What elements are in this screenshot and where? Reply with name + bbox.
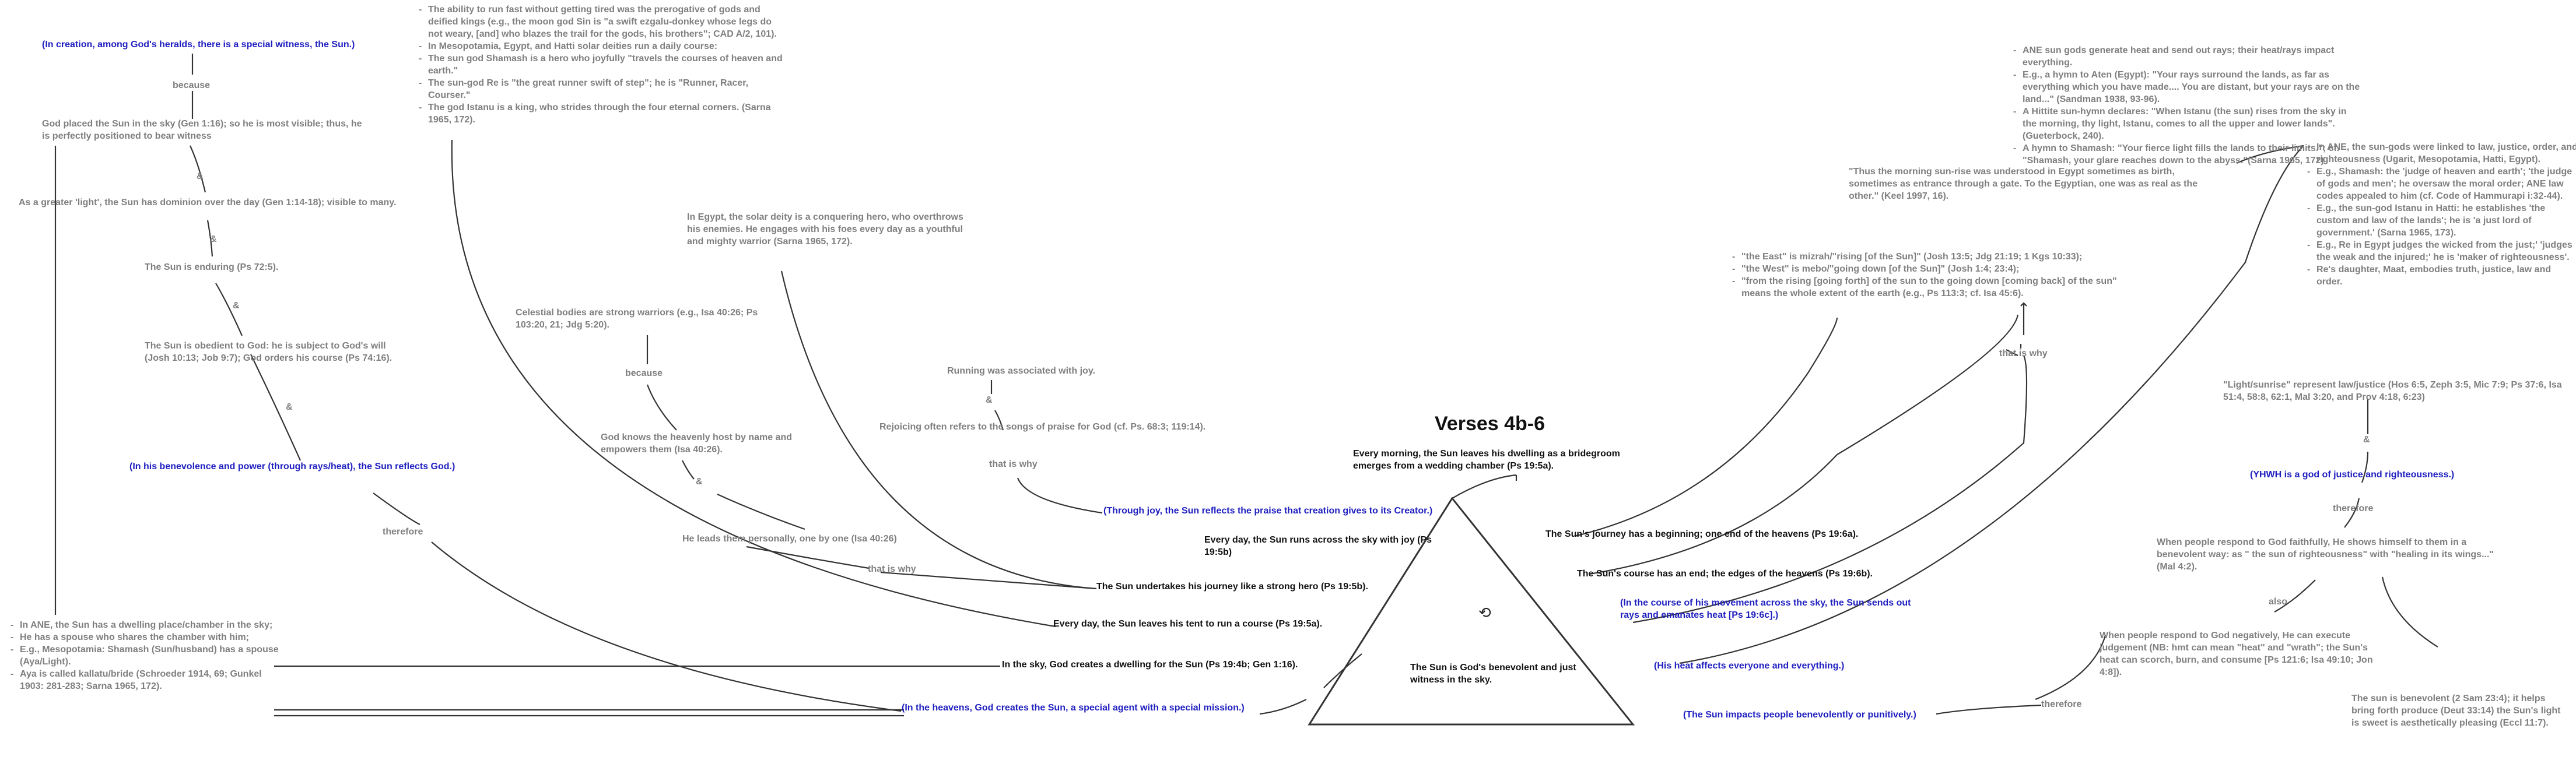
node-warriors: Celestial bodies are strong warriors (e.… [516,308,758,330]
label-and-6: & [986,395,993,405]
node-east-west: "the East" is mizrah/"rising [of the Sun… [1731,251,2138,300]
node-negatively: When people respond to God negatively, H… [2100,631,2373,677]
label-therefore-2: therefore [2333,504,2374,513]
node-in-course: (In the course of his movement across th… [1620,598,1911,620]
label-and-2: & [210,234,217,244]
label-and-7: & [2363,435,2370,445]
label-because-2: because [625,368,663,378]
node-dwelling: In the sky, God creates a dwelling for t… [1002,660,1298,670]
node-law-justice: In ANE, the sun-gods were linked to law,… [2306,141,2576,288]
node-yhwh: (YHWH is a god of justice and righteousn… [2250,470,2455,480]
diagram-title: Verses 4b-6 [1435,413,1545,435]
label-that-is-why-2: that is why [989,459,1038,469]
node-course: The Sun's course has an end; the edges o… [1577,569,1873,579]
node-witness: (In creation, among God's heralds, there… [42,40,355,50]
node-every-morning: Every morning, the Sun leaves his dwelli… [1353,449,1620,471]
node-impacts: (The Sun impacts people benevolently or … [1683,710,1916,720]
label-that-is-why-3: that is why [1999,349,2048,358]
node-runs-joy: Every day, the Sun runs across the sky w… [1204,535,1432,557]
node-ane-dwelling: In ANE, the Sun has a dwelling place/cha… [9,619,282,692]
node-tent: Every day, the Sun leaves his tent to ru… [1053,619,1323,629]
node-leads: He leads them personally, one by one (Is… [682,534,897,544]
label-that-is-why-1: that is why [868,564,916,574]
node-knows: God knows the heavenly host by name and … [601,432,793,455]
node-heavens: (In the heavens, God creates the Sun, a … [902,703,1245,713]
node-journey: The Sun's journey has a beginning; one e… [1545,529,1859,539]
node-benevolence: (In his benevolence and power (through r… [129,462,455,472]
node-through-joy: (Through joy, the Sun reflects the prais… [1103,506,1433,516]
label-also: also [2269,597,2288,607]
node-run-fast: The ability to run fast without getting … [418,3,784,126]
node-enduring: The Sun is enduring (Ps 72:5). [145,262,279,272]
node-egypt-hero: In Egypt, the solar deity is a conquerin… [687,212,963,247]
node-triangle-center: The Sun is God's benevolent and just wit… [1410,663,1576,685]
node-benevolent: The sun is benevolent (2 Sam 23:4); it h… [2351,694,2561,728]
label-and-5: & [696,477,703,487]
label-therefore: therefore [383,527,423,537]
label-therefore-3: therefore [2041,699,2082,709]
label-and-3: & [233,301,240,311]
label-and-4: & [286,402,293,412]
node-obedient: The Sun is obedient to God: he is subjec… [145,341,392,363]
node-running-joy: Running was associated with joy. [947,366,1095,376]
node-morning-sunrise: "Thus the morning sun-rise was understoo… [1849,167,2198,201]
node-faithfully: When people respond to God faithfully, H… [2157,537,2494,572]
node-placed: God placed the Sun in the sky (Gen 1:16)… [42,119,362,141]
node-strong-hero: The Sun undertakes his journey like a st… [1096,582,1368,592]
node-rejoicing: Rejoicing often refers to the songs of p… [879,422,1206,432]
node-light: As a greater 'light', the Sun has domini… [19,198,397,207]
node-ane-sun-gods: ANE sun gods generate heat and send out … [2012,44,2361,167]
label-and-1: & [197,171,204,181]
refresh-icon[interactable]: ⟲ [1478,604,1491,621]
label-because: because [173,80,211,90]
node-heat: (His heat affects everyone and everythin… [1654,661,1845,671]
node-light-sunrise: "Light/sunrise" represent law/justice (H… [2223,380,2562,402]
